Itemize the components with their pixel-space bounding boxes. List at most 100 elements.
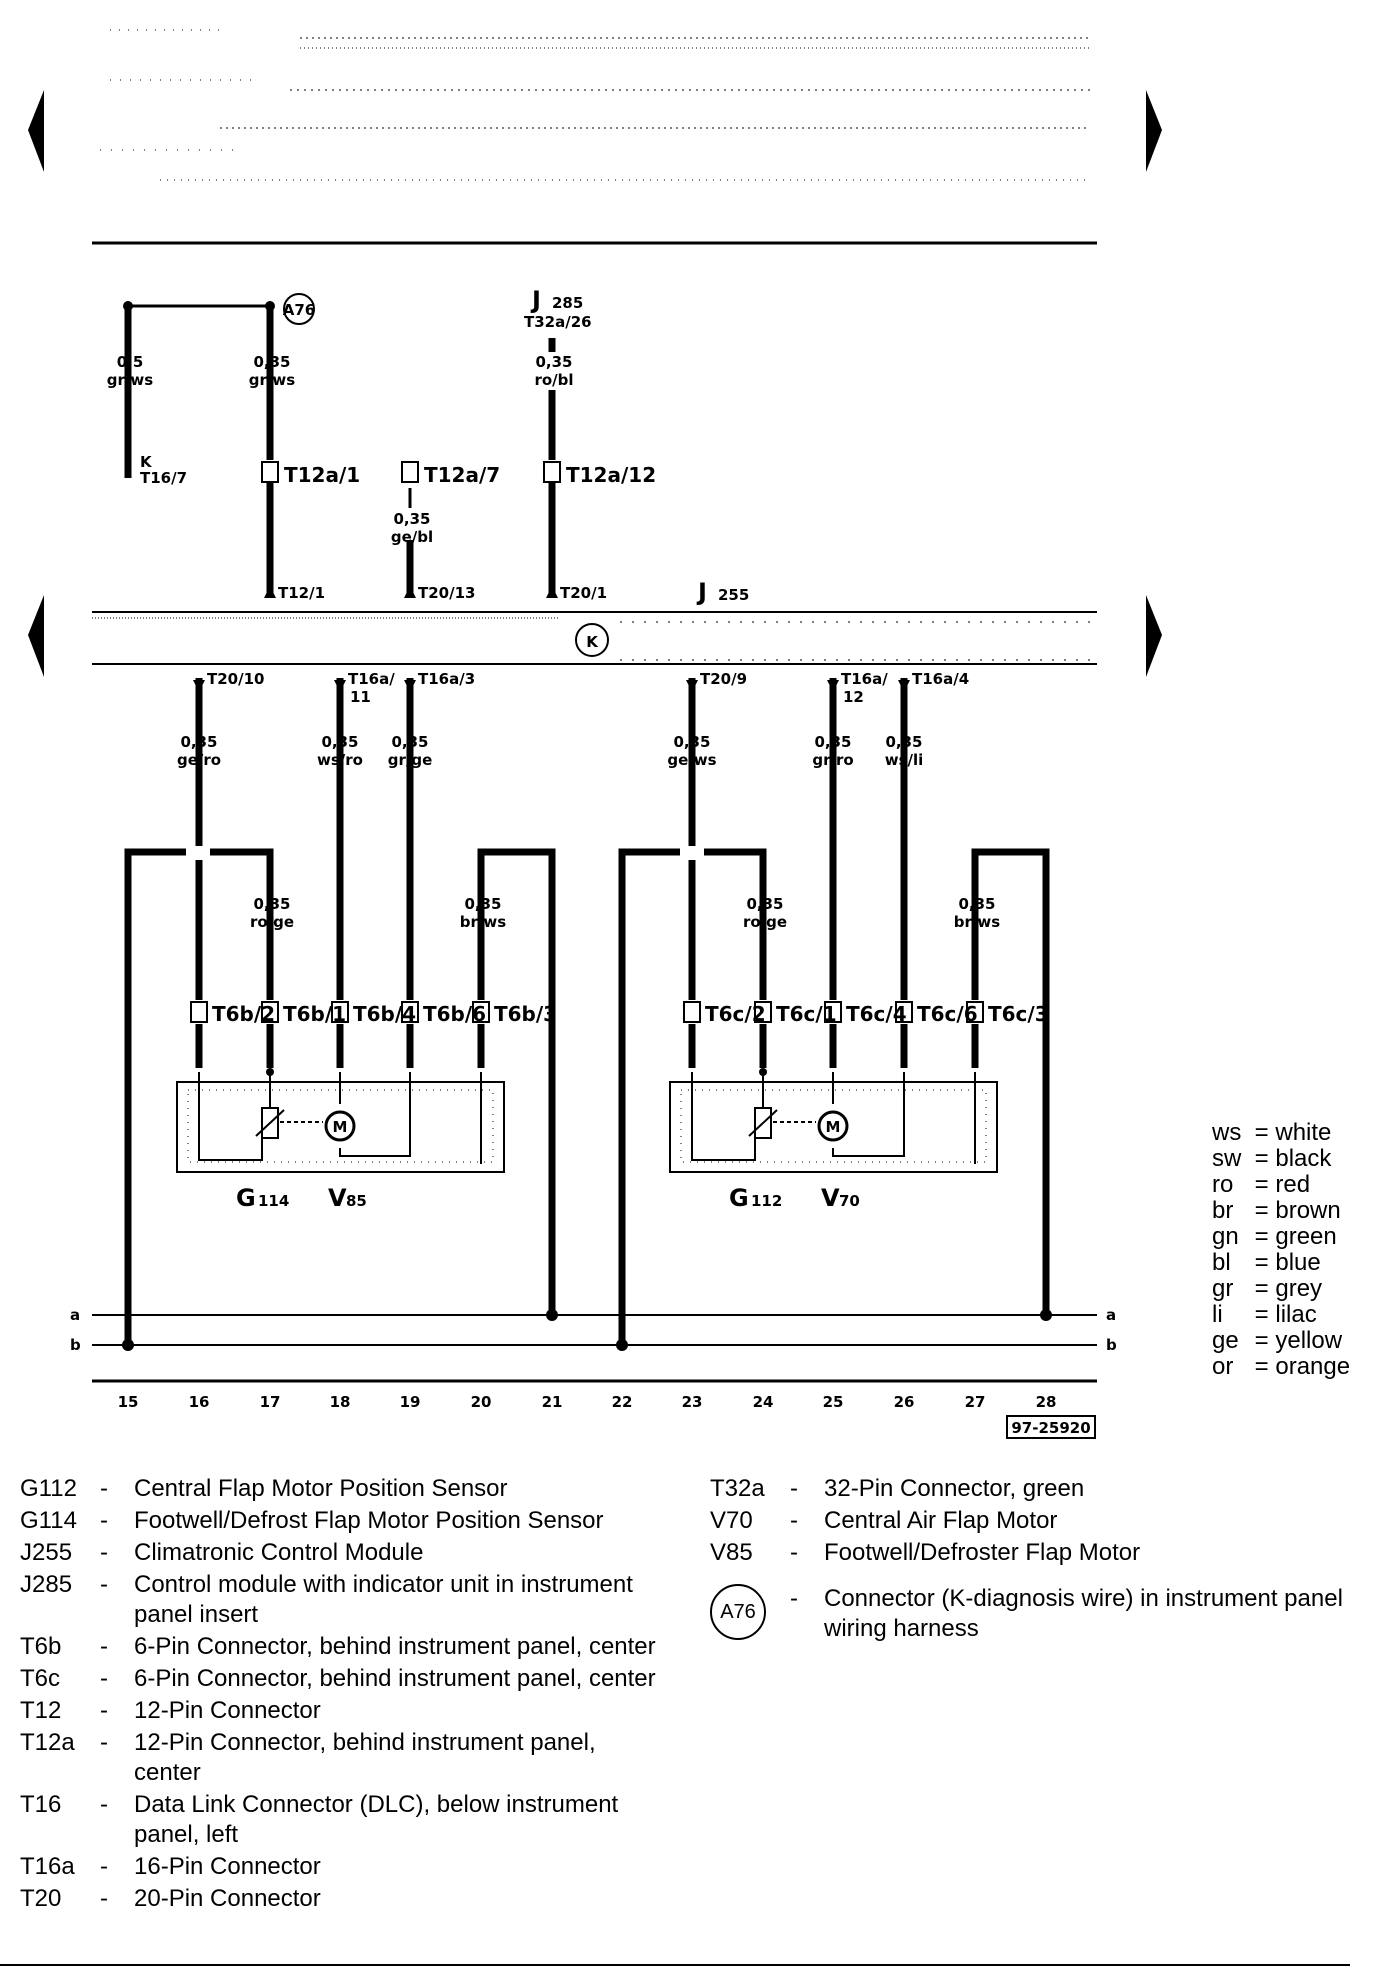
svg-text:97-25920: 97-25920 <box>1011 1419 1090 1437</box>
wire-size-label: 0,35 <box>180 733 217 751</box>
svg-text:28: 28 <box>1036 1393 1057 1411</box>
component-leads <box>195 1024 979 1068</box>
svg-text:16: 16 <box>189 1393 210 1411</box>
wire-size-label: 0,35 <box>393 510 430 528</box>
legend-row: ro = red <box>1212 1171 1311 1198</box>
module-label-sub: 255 <box>718 586 749 604</box>
key-row: T6b-6-Pin Connector, behind instrument p… <box>20 1633 656 1660</box>
legend-row: li = lilac <box>1212 1301 1317 1328</box>
wire-color-label: gr/ws <box>107 371 153 389</box>
wire-size-label: 0,35 <box>885 733 922 751</box>
wire-color-label: gr/ro <box>812 751 853 769</box>
a76-connector-ref: A76 <box>283 293 315 325</box>
component-label-v85-sub: 85 <box>346 1192 367 1210</box>
j285-sub: 285 <box>552 294 583 312</box>
component-label-v70-sub: 70 <box>839 1192 860 1210</box>
pin-label: T6c/4 <box>846 1002 907 1026</box>
output-wires <box>195 678 908 1000</box>
k-end-label: K <box>140 453 153 471</box>
wire-size-label: 0,35 <box>814 733 851 751</box>
legend-row: gr = grey <box>1212 1275 1323 1302</box>
motor-icon: M <box>817 1110 849 1142</box>
wire-color-label: ge/ws <box>667 751 716 769</box>
svg-text:25: 25 <box>823 1393 844 1411</box>
svg-text:18: 18 <box>330 1393 351 1411</box>
terminal-t20-13: T20/13 <box>418 584 475 602</box>
wire-color-label: br/ws <box>460 913 506 931</box>
terminal-t12-1: T12/1 <box>278 584 325 602</box>
wire-size-label: 0,35 <box>253 895 290 913</box>
wire-color-label: gr/ws <box>249 371 295 389</box>
component-label-v85: V <box>328 1184 347 1212</box>
wire-color-label: ge/ro <box>177 751 221 769</box>
component-label-g114: G <box>236 1184 256 1212</box>
pin-label: T6b/4 <box>353 1002 416 1026</box>
k-diagnosis-symbol: K <box>575 623 609 657</box>
component-box-g114-v85: M <box>176 1068 505 1173</box>
connector-label-t12a12: T12a/12 <box>566 463 656 487</box>
nav-left-arrow-top[interactable] <box>28 90 44 172</box>
legend-row: ge = yellow <box>1212 1327 1343 1354</box>
wire-color-label: ro/ge <box>250 913 294 931</box>
color-legend: ws = white sw = black ro = red br = brow… <box>1212 1120 1350 1380</box>
component-key-right: T32a-32-Pin Connector, green V70-Central… <box>710 1474 1350 1646</box>
bus-label-a: a <box>70 1306 80 1324</box>
pin-label: T6b/3 <box>494 1002 557 1026</box>
terminal-t20-1: T20/1 <box>560 584 607 602</box>
key-row: T12-12-Pin Connector <box>20 1697 321 1724</box>
pin-label: T6c/2 <box>705 1002 766 1026</box>
pin-connectors <box>190 1001 984 1023</box>
key-row: T16a-16-Pin Connector <box>20 1853 321 1880</box>
connector-symbol <box>261 461 561 483</box>
key-row: V85-Footwell/Defroster Flap Motor <box>710 1539 1141 1566</box>
legend-row: br = brown <box>1212 1197 1341 1224</box>
svg-text:K: K <box>586 633 599 651</box>
svg-text:26: 26 <box>894 1393 915 1411</box>
terminal-label-2: 11 <box>350 688 371 706</box>
svg-text:24: 24 <box>753 1393 774 1411</box>
component-label-g112-sub: 112 <box>751 1192 782 1210</box>
wire-size-label: 0,35 <box>958 895 995 913</box>
nav-right-arrow-mid[interactable] <box>1146 595 1162 677</box>
wire-size-label: 0,35 <box>464 895 501 913</box>
component-key-left: G112-Central Flap Motor Position Sensor … <box>20 1474 660 1916</box>
key-row: G114-Footwell/Defrost Flap Motor Positio… <box>20 1507 604 1534</box>
legend-row: or = orange <box>1212 1353 1351 1380</box>
nav-left-arrow-mid[interactable] <box>28 595 44 677</box>
module-label: J <box>696 578 707 606</box>
wire-size-label: 0,35 <box>391 733 428 751</box>
terminal-label: T16a/3 <box>418 670 475 688</box>
nav-right-arrow-top[interactable] <box>1146 90 1162 172</box>
wire-color-label: ws/li <box>885 751 924 769</box>
bus-label-b: b <box>70 1336 81 1354</box>
loop-gap <box>680 846 704 860</box>
wire-size-label: 0,35 <box>321 733 358 751</box>
k-end-pin: T16/7 <box>140 469 187 487</box>
key-row: J285-Control module with indicator unit … <box>20 1571 633 1628</box>
top-wires <box>124 304 556 598</box>
pin-label: T6c/6 <box>917 1002 978 1026</box>
key-row: T12a-12-Pin Connector, behind instrument… <box>20 1729 596 1786</box>
track-numbers: 15 16 17 18 19 20 21 22 23 24 25 26 27 2… <box>118 1393 1057 1411</box>
component-label-v70: V <box>821 1184 840 1212</box>
motor-icon: M <box>324 1110 356 1142</box>
terminal-label: T16a/4 <box>912 670 969 688</box>
connector-note-desc: Connector (K-diagnosis wire) in instrume… <box>824 1585 1343 1642</box>
wire-color-label: ws/ro <box>317 751 363 769</box>
position-sensor-icon <box>255 1107 285 1139</box>
component-label-g114-sub: 114 <box>258 1192 289 1210</box>
wire-size-label: 0,35 <box>253 353 290 371</box>
junction-dot <box>123 301 133 311</box>
key-row: T32a-32-Pin Connector, green <box>710 1475 1085 1502</box>
pin-label: T6b/1 <box>283 1002 346 1026</box>
wire-size-label: 0,35 <box>673 733 710 751</box>
pin-label: T6b/6 <box>423 1002 486 1026</box>
pin-label: T6b/2 <box>212 1002 275 1026</box>
connector-label-t12a1: T12a/1 <box>284 463 360 487</box>
legend-row: ws = white <box>1212 1119 1332 1146</box>
key-row: T6c-6-Pin Connector, behind instrument p… <box>20 1665 656 1692</box>
connector-note-row: A76 - Connector (K-diagnosis wire) in in… <box>710 1584 1350 1644</box>
a76-ref-label: A76 <box>283 301 315 319</box>
diagram-id-box: 97-25920 <box>1006 1415 1096 1439</box>
